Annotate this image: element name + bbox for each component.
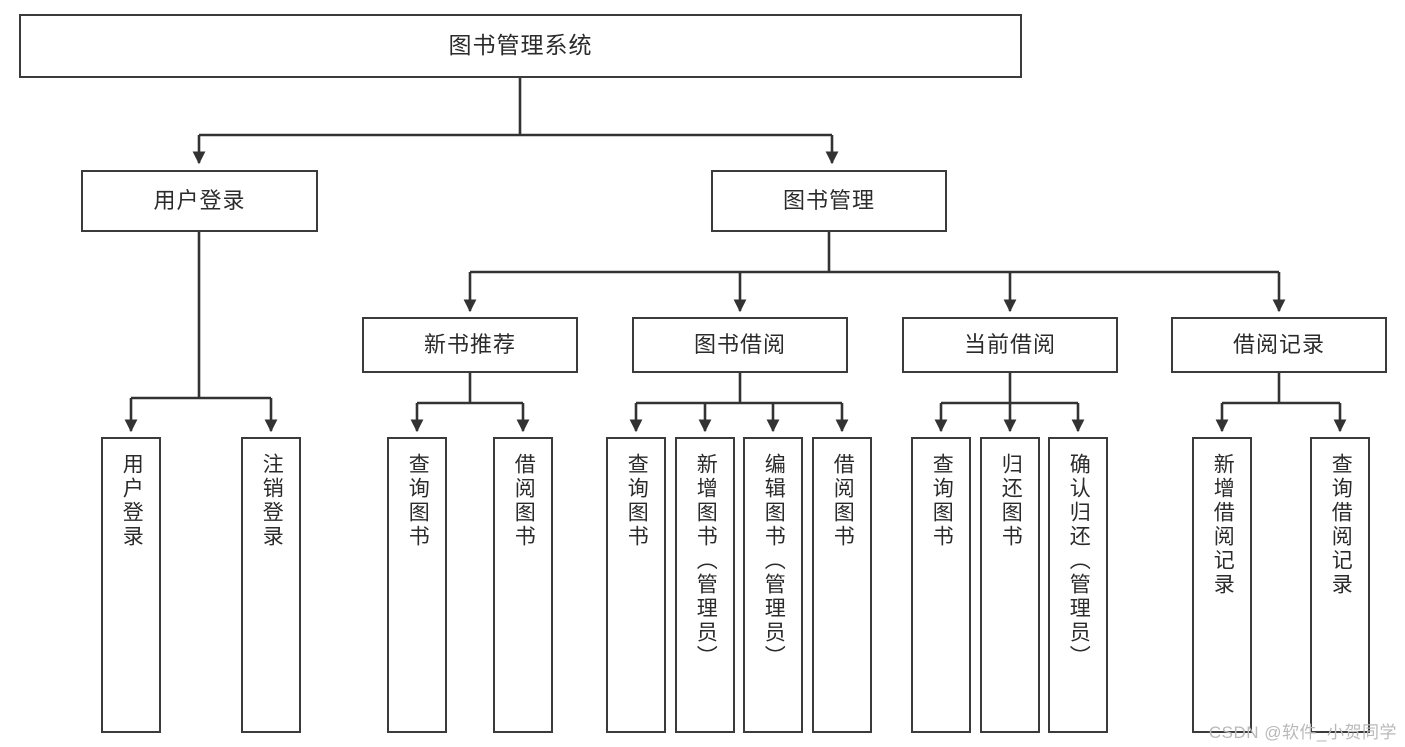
node-book-borrow-label: 图书借阅 — [693, 331, 786, 357]
node-root-system-label: 图书管理系统 — [448, 32, 593, 59]
leaf-current-borrow-query-label: 查询图书 — [930, 453, 954, 549]
node-root-system[interactable]: 图书管理系统 — [19, 14, 1022, 78]
node-user-login-label: 用户登录 — [153, 187, 246, 213]
node-new-book-recommend-label: 新书推荐 — [423, 331, 516, 357]
leaf-user-login-signin[interactable]: 用户登录 — [101, 437, 161, 733]
leaf-book-borrow-edit-label: 编辑图书（管理员） — [762, 453, 786, 669]
leaf-book-borrow-borrow-label: 借阅图书 — [831, 453, 855, 549]
node-current-borrow-label: 当前借阅 — [963, 331, 1056, 357]
leaf-user-login-signout[interactable]: 注销登录 — [241, 437, 301, 733]
node-book-management-label: 图书管理 — [782, 187, 875, 213]
leaf-book-borrow-query-label: 查询图书 — [625, 453, 649, 549]
leaf-borrow-record-query[interactable]: 查询借阅记录 — [1310, 437, 1370, 733]
leaf-book-borrow-add[interactable]: 新增图书（管理员） — [675, 437, 735, 733]
leaf-current-borrow-return-label: 归还图书 — [999, 453, 1023, 549]
leaf-new-book-borrow[interactable]: 借阅图书 — [493, 437, 553, 733]
leaf-current-borrow-confirm-return-label: 确认归还（管理员） — [1067, 453, 1091, 669]
leaf-borrow-record-add-label: 新增借阅记录 — [1211, 453, 1235, 597]
leaf-book-borrow-edit[interactable]: 编辑图书（管理员） — [743, 437, 803, 733]
node-user-login[interactable]: 用户登录 — [81, 170, 318, 232]
leaf-current-borrow-return[interactable]: 归还图书 — [980, 437, 1040, 733]
node-book-management[interactable]: 图书管理 — [711, 170, 947, 232]
node-current-borrow[interactable]: 当前借阅 — [902, 317, 1118, 373]
leaf-borrow-record-query-label: 查询借阅记录 — [1329, 453, 1353, 597]
node-book-borrow[interactable]: 图书借阅 — [632, 317, 848, 373]
leaf-book-borrow-add-label: 新增图书（管理员） — [694, 453, 718, 669]
node-new-book-recommend[interactable]: 新书推荐 — [362, 317, 578, 373]
leaf-user-login-signout-label: 注销登录 — [260, 453, 284, 549]
leaf-new-book-borrow-label: 借阅图书 — [512, 453, 536, 549]
leaf-book-borrow-borrow[interactable]: 借阅图书 — [812, 437, 872, 733]
leaf-user-login-signin-label: 用户登录 — [120, 453, 144, 549]
leaf-book-borrow-query[interactable]: 查询图书 — [606, 437, 666, 733]
leaf-new-book-query[interactable]: 查询图书 — [387, 437, 447, 733]
leaf-current-borrow-confirm-return[interactable]: 确认归还（管理员） — [1048, 437, 1108, 733]
leaf-current-borrow-query[interactable]: 查询图书 — [911, 437, 971, 733]
leaf-borrow-record-add[interactable]: 新增借阅记录 — [1192, 437, 1252, 733]
csdn-watermark: CSDN @软件_小贺同学 — [1208, 723, 1397, 742]
node-borrow-record[interactable]: 借阅记录 — [1171, 317, 1387, 373]
node-borrow-record-label: 借阅记录 — [1232, 331, 1325, 357]
leaf-new-book-query-label: 查询图书 — [406, 453, 430, 549]
